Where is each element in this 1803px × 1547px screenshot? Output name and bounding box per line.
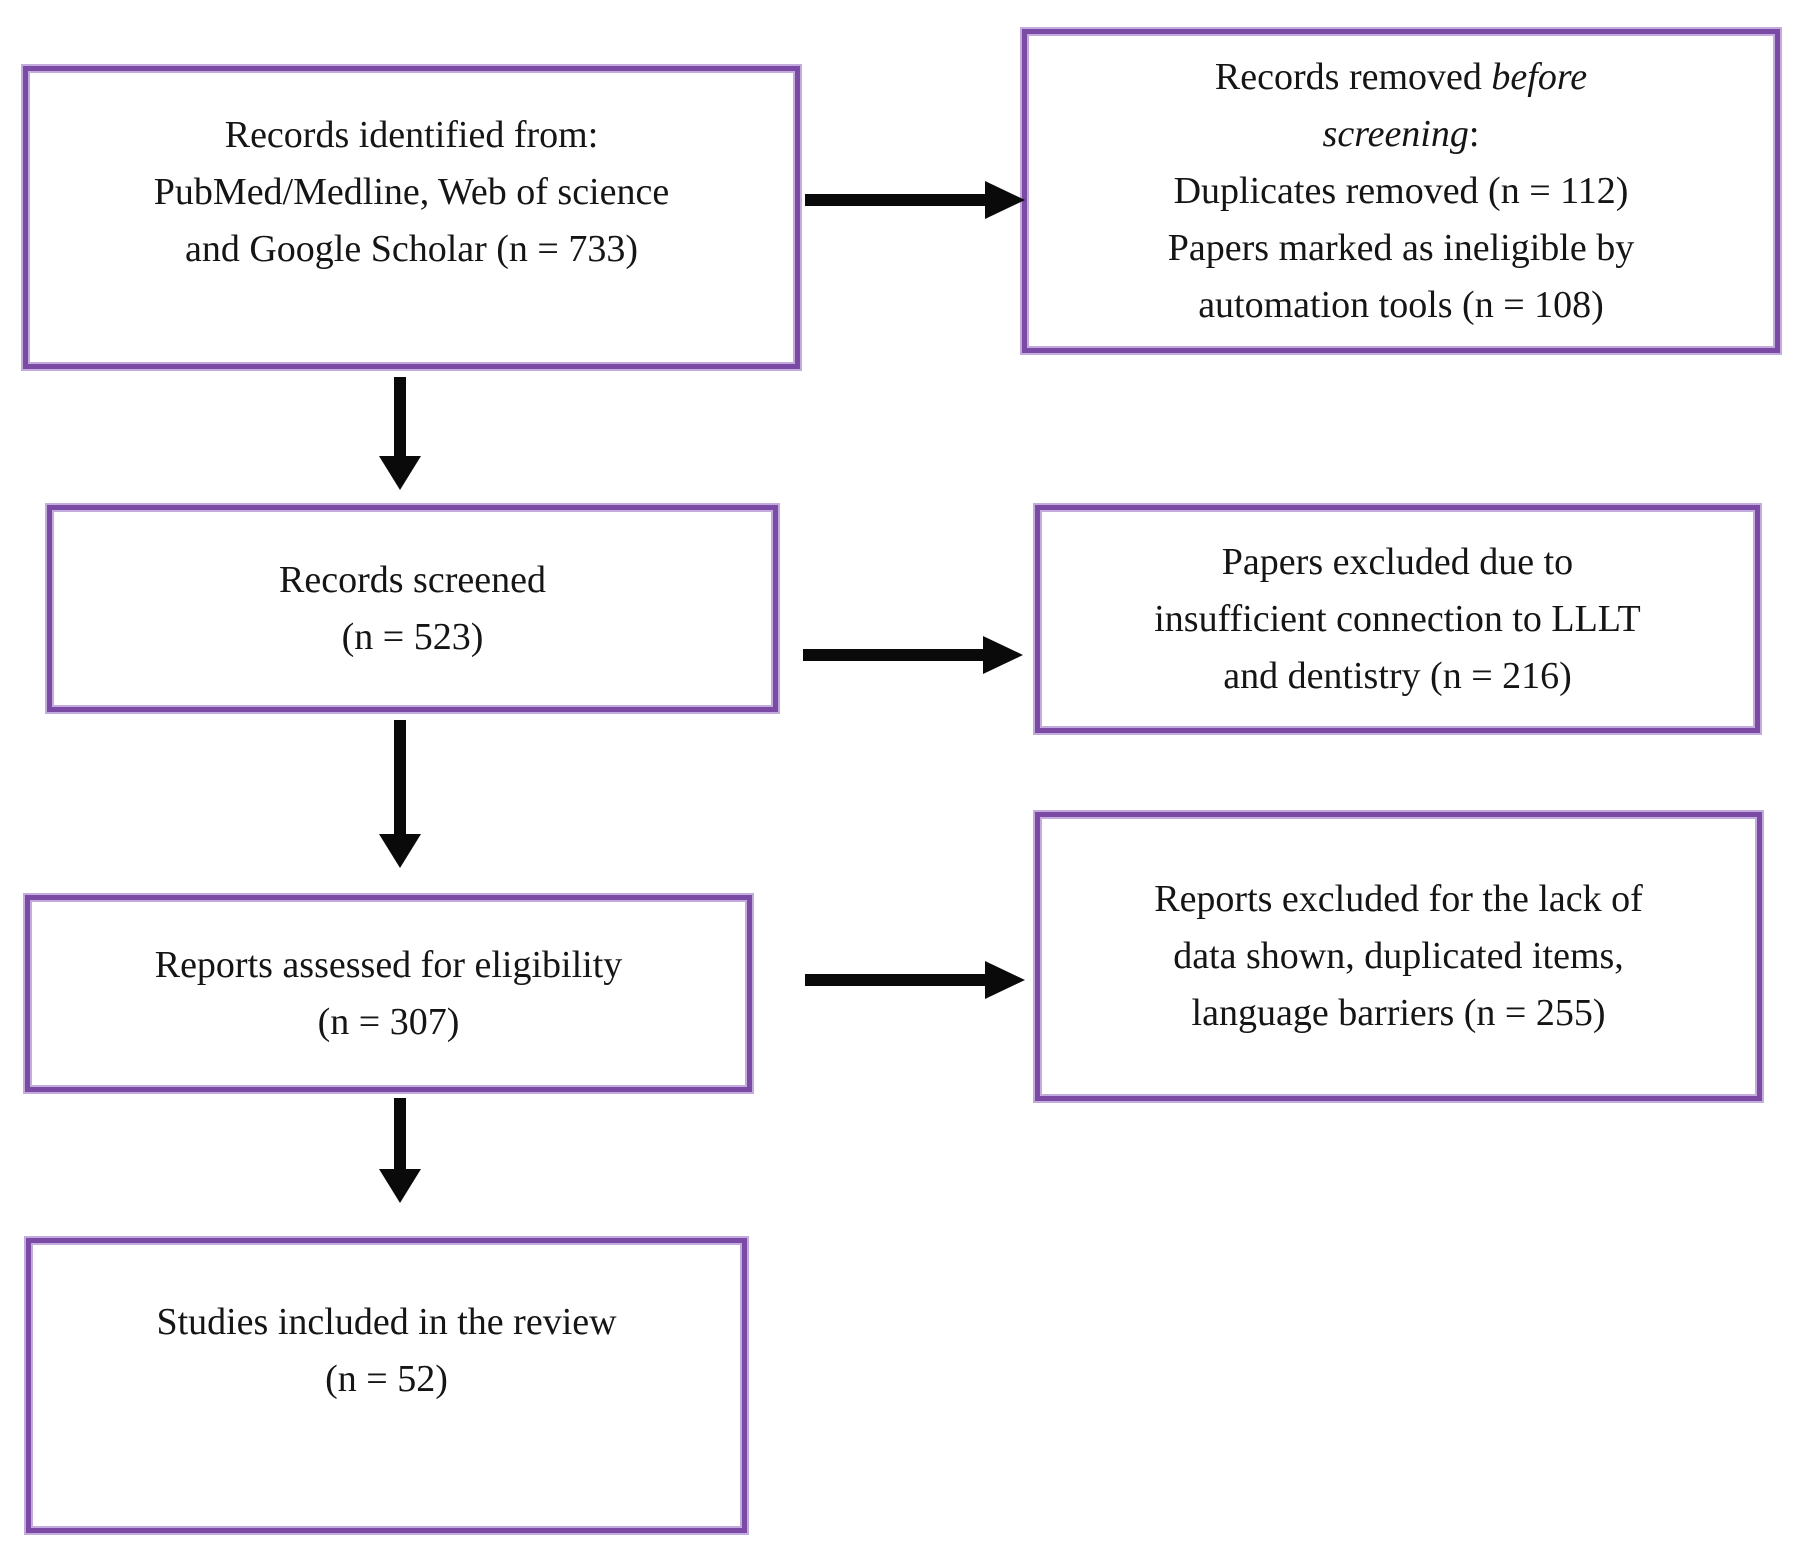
- box-records-screened: Records screened (n = 523): [47, 505, 778, 712]
- arrow-head: [983, 636, 1023, 674]
- arrow-head: [985, 961, 1025, 999]
- arrow-shaft: [803, 649, 983, 661]
- arrow-screened-to-assessed: [379, 720, 421, 868]
- box-reports-assessed: Reports assessed for eligibility (n = 30…: [25, 895, 752, 1092]
- arrow-head: [985, 181, 1025, 219]
- arrow-shaft: [394, 720, 406, 834]
- reports-excluded-text: Reports excluded for the lack of data sh…: [1154, 878, 1643, 1034]
- box-papers-excluded: Papers excluded due to insufficient conn…: [1035, 505, 1760, 733]
- text-line: Records removed before: [1027, 49, 1775, 106]
- box-records-identified: Records identified from: PubMed/Medline,…: [23, 66, 800, 369]
- records-removed-line1-italic: before: [1491, 55, 1588, 98]
- arrow-head: [379, 834, 421, 868]
- reports-assessed-text: Reports assessed for eligibility (n = 30…: [154, 943, 623, 1043]
- arrow-shaft: [805, 194, 985, 206]
- arrow-shaft: [394, 1098, 406, 1169]
- box-records-removed: Records removed before screening: Duplic…: [1022, 29, 1780, 353]
- arrow-assessed-to-excluded: [805, 961, 1025, 999]
- studies-included-text: Studies included in the review (n = 52): [156, 1300, 617, 1400]
- records-removed-line2-punct: :: [1468, 112, 1480, 155]
- arrow-identified-to-screened: [379, 377, 421, 490]
- arrow-head: [379, 456, 421, 490]
- arrow-head: [379, 1169, 421, 1203]
- box-reports-excluded: Reports excluded for the lack of data sh…: [1035, 812, 1762, 1101]
- arrow-assessed-to-included: [379, 1098, 421, 1203]
- records-removed-details: Duplicates removed (n = 112) Papers mark…: [1167, 169, 1635, 326]
- arrow-shaft: [394, 377, 406, 456]
- arrow-screened-to-excluded: [803, 636, 1023, 674]
- papers-excluded-text: Papers excluded due to insufficient conn…: [1154, 540, 1641, 697]
- records-removed-line1: Records removed: [1214, 55, 1482, 98]
- arrow-shaft: [805, 974, 985, 986]
- text-line: screening:: [1027, 106, 1775, 163]
- records-removed-line2-italic: screening: [1322, 112, 1469, 155]
- box-studies-included: Studies included in the review (n = 52): [26, 1238, 747, 1533]
- records-screened-text: Records screened (n = 523): [279, 558, 546, 658]
- records-removed-text: Records removed before screening: Duplic…: [1027, 49, 1775, 334]
- arrow-identified-to-removed: [805, 181, 1025, 219]
- records-identified-text: Records identified from: PubMed/Medline,…: [153, 114, 670, 270]
